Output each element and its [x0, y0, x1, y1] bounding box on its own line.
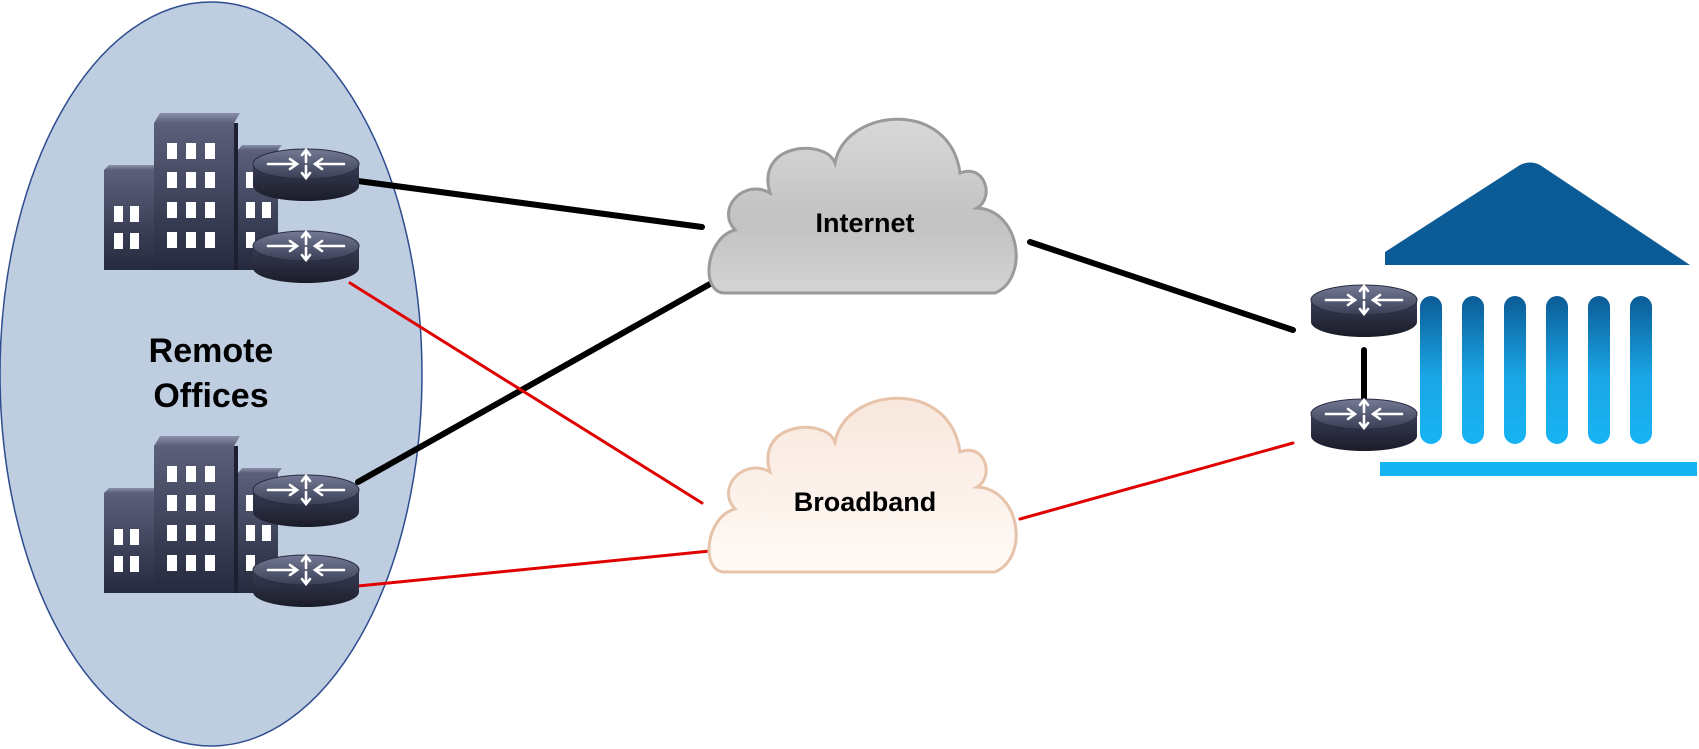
link-internet-hq	[1027, 239, 1296, 333]
headquarters	[1309, 162, 1697, 476]
remote-offices-label-line1: Remote	[148, 332, 274, 370]
router-icon	[251, 229, 361, 285]
internet-links	[355, 178, 1367, 485]
headquarters-bank-icon	[1380, 162, 1697, 476]
link-office1-broadband	[348, 281, 704, 505]
link-office2-broadband	[356, 549, 712, 588]
remote-offices-label: Remote Offices	[111, 329, 311, 419]
router-icon	[251, 473, 361, 529]
router-icon	[251, 147, 361, 203]
internet-cloud-label: Internet	[815, 208, 915, 238]
router-icon	[251, 553, 361, 609]
router-icon	[1309, 397, 1419, 453]
link-office2-internet	[355, 281, 713, 485]
link-broadband-hq	[1018, 441, 1295, 521]
broadband-links	[348, 281, 1295, 588]
remote-offices-label-line2: Offices	[153, 377, 269, 415]
broadband-cloud-label: Broadband	[793, 487, 937, 517]
link-office1-internet	[355, 178, 705, 230]
router-icon	[1309, 283, 1419, 339]
